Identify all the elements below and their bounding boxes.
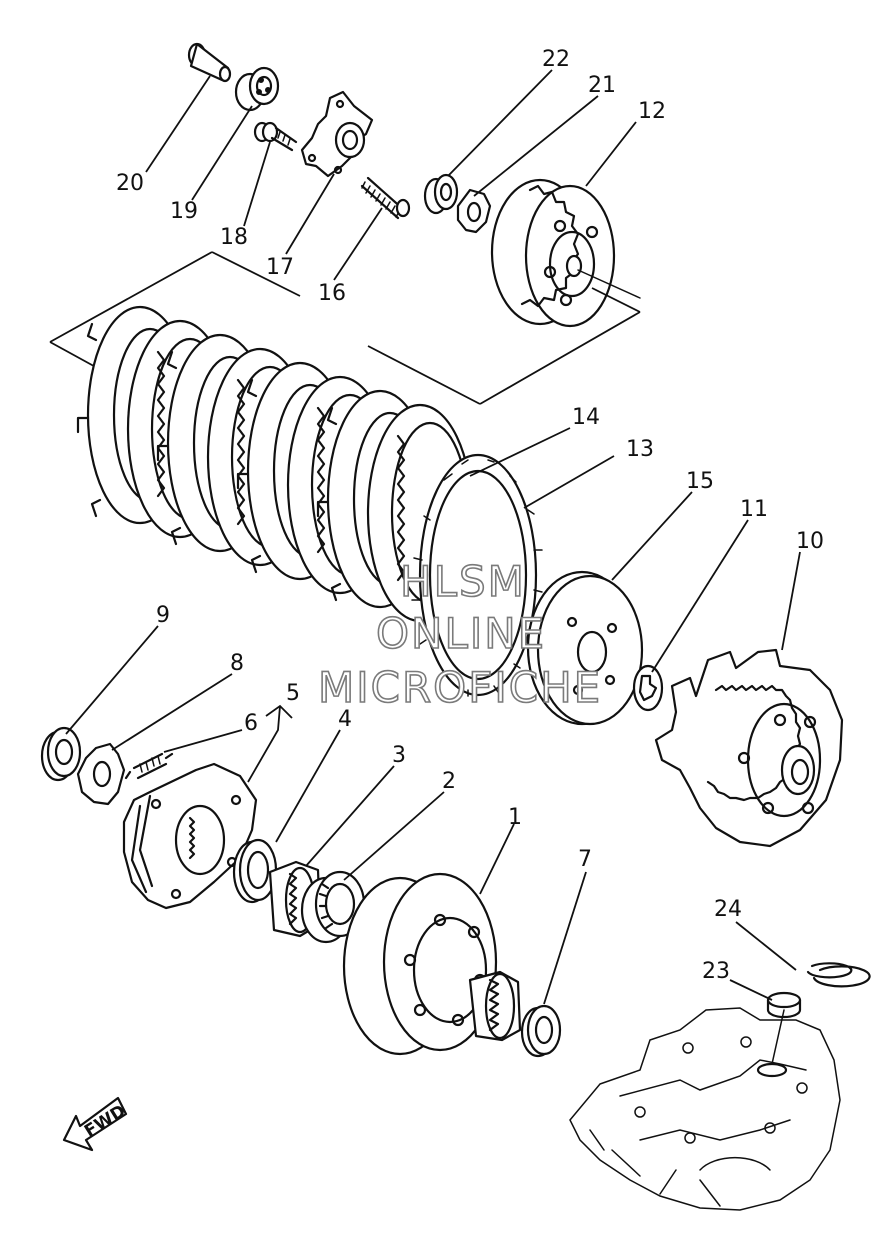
part-18-bolt [253,121,298,152]
part-10-clutch-housing [654,648,844,848]
part-23-dowel [766,991,802,1019]
label-part-22: 22 [542,47,570,72]
part-7-washer [520,1004,562,1058]
part-20-pin [187,42,232,83]
label-part-3: 3 [392,743,406,768]
part-16-spring [360,176,411,220]
label-part-16: 16 [318,281,346,306]
label-part-7: 7 [578,847,592,872]
label-part-11: 11 [740,497,768,522]
crankcase-outline [569,1007,841,1211]
part-22-collar [423,173,459,215]
part-labels: 1 2 3 4 5 6 7 8 9 10 11 12 13 14 15 16 1… [116,47,824,984]
label-part-18: 18 [220,225,248,250]
part-5-shoe-assembly [122,762,258,910]
label-part-4: 4 [338,707,352,732]
clutch-plate-stack [76,305,543,697]
part-1-drive-housing [342,872,522,1056]
watermark-line-2: ONLINE [376,609,546,658]
label-part-21: 21 [588,73,616,98]
part-13-friction-plate [411,453,543,697]
label-part-19: 19 [170,199,198,224]
part-4-washer [232,838,278,904]
label-part-1: 1 [508,805,522,830]
leader-lines [65,69,801,1005]
fwd-arrow: FWD [62,1096,129,1152]
label-part-6: 6 [244,711,258,736]
part-9-washer [40,726,82,782]
label-part-8: 8 [230,651,244,676]
label-part-5: 5 [286,681,300,706]
label-part-13: 13 [626,437,654,462]
part-21-lock-washer [456,188,492,234]
part-15-pressure-plate [526,570,644,726]
watermark-line-3: MICROFICHE [318,663,602,712]
part-11-lock-washer [632,664,664,712]
part-6-spring [124,752,174,780]
label-part-17: 17 [266,255,294,280]
part-19-bearing [234,66,280,112]
label-part-20: 20 [116,171,144,196]
label-part-14: 14 [572,405,600,430]
part-12-clutch-boss [490,178,641,328]
label-part-2: 2 [442,769,456,794]
label-part-24: 24 [714,897,742,922]
plate-group-bracket [49,251,641,405]
part-17-bracket [300,90,374,178]
watermark: HLSM ONLINE MICROFICHE [317,556,602,713]
watermark-line-1: HLSM [400,557,526,606]
label-part-10: 10 [796,529,824,554]
part-24-circlip [806,962,871,988]
label-part-15: 15 [686,469,714,494]
label-part-12: 12 [638,99,666,124]
label-part-23: 23 [702,959,730,984]
label-part-9: 9 [156,603,170,628]
part-8-lock-plate [76,742,126,806]
